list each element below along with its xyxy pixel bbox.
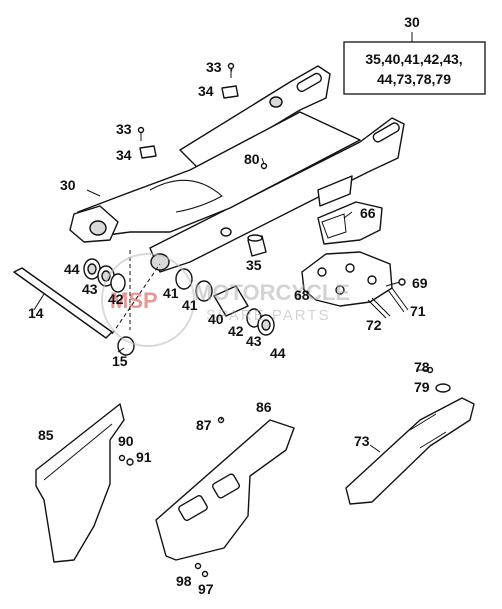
chain-guide-66 — [317, 201, 383, 245]
bolt-69 — [385, 278, 406, 287]
callout-90: 90 — [118, 433, 134, 449]
callout-44-right: 44 — [270, 345, 286, 361]
washer-34-lower — [139, 145, 157, 159]
axle-slot-upper — [296, 72, 322, 93]
callout-41-a: 41 — [163, 285, 179, 301]
callout-69: 69 — [412, 275, 428, 291]
callout-68: 68 — [294, 287, 310, 303]
chain-guard-85 — [35, 403, 125, 563]
chain-guard-edge — [43, 423, 113, 481]
callout-35: 35 — [246, 257, 262, 273]
sleeve-40 — [213, 285, 249, 317]
swingarm-part-30 — [69, 65, 405, 273]
washer-42-left — [110, 273, 126, 293]
callout-97: 97 — [198, 581, 214, 597]
bearing-41-a — [175, 268, 193, 290]
swingarm-crossmember — [77, 111, 361, 237]
screw-98 — [194, 562, 202, 570]
callout-78: 78 — [414, 359, 430, 375]
pivot-axis — [111, 263, 161, 335]
guard-86-slot-2 — [212, 473, 240, 499]
chain-guide-plate-68 — [301, 251, 393, 307]
callout-43-right: 43 — [246, 333, 262, 349]
callout-80: 80 — [244, 151, 260, 167]
bolt-71 — [387, 287, 409, 313]
callout-42-right: 42 — [228, 323, 244, 339]
chain-guide-66-window — [321, 213, 347, 239]
callout-33-upper: 33 — [206, 59, 222, 75]
kit-number: 30 — [404, 14, 420, 30]
washer-34-upper — [221, 85, 239, 99]
callout-43-left: 43 — [82, 281, 98, 297]
washer-91 — [126, 458, 134, 466]
kit-contents-line-1: 35,40,41,42,43, — [365, 51, 462, 67]
kit-contents-frame — [343, 41, 486, 95]
callout-66: 66 — [360, 205, 376, 221]
washer-97 — [201, 570, 209, 578]
screw-90 — [118, 454, 126, 462]
kit-box: 30 35,40,41,42,43, 44,73,78,79 — [343, 14, 486, 95]
kit-contents-line-2: 44,73,78,79 — [377, 71, 451, 87]
watermark-line-1: MOTORCYCLE — [194, 280, 350, 305]
plug-80 — [260, 162, 268, 170]
shock-mount-hole — [269, 96, 283, 108]
callout-72: 72 — [366, 317, 382, 333]
chain-slider-73 — [345, 397, 475, 505]
callout-14: 14 — [28, 305, 44, 321]
callout-73: 73 — [354, 433, 370, 449]
callout-71: 71 — [410, 303, 426, 319]
pivot-shaft-14 — [13, 267, 113, 339]
bolt-72 — [367, 297, 391, 319]
guard-86-slot-1 — [178, 494, 208, 522]
callout-34-upper: 34 — [198, 83, 214, 99]
callout-87: 87 — [196, 417, 212, 433]
watermark-logo: MSP — [110, 288, 158, 313]
leader-lines — [33, 68, 428, 453]
swingarm-cutout — [149, 179, 223, 213]
pivot-bore-lower — [150, 253, 170, 271]
callout-41-b: 41 — [182, 297, 198, 313]
guide-mount-tab — [317, 175, 353, 207]
callout-98: 98 — [176, 573, 192, 589]
watermark: MSP MOTORCYCLE SPARE PARTS — [101, 253, 350, 347]
callout-33-lower: 33 — [116, 121, 132, 137]
pivot-bore — [89, 220, 107, 236]
callout-86: 86 — [256, 399, 272, 415]
callout-34-lower: 34 — [116, 147, 132, 163]
callout-42-left: 42 — [108, 291, 124, 307]
swingarm-lower-arm — [149, 117, 405, 273]
callout-91: 91 — [136, 449, 152, 465]
callout-85: 85 — [38, 427, 54, 443]
callout-labels: 30 33 34 33 34 80 66 35 44 43 42 41 41 4… — [28, 59, 430, 597]
callout-79: 79 — [414, 379, 430, 395]
callout-40: 40 — [208, 311, 224, 327]
bolt-33-upper — [227, 62, 235, 78]
callout-30: 30 — [60, 177, 76, 193]
callout-15: 15 — [112, 353, 128, 369]
chain-slider-ribs — [409, 413, 447, 449]
watermark-globe — [101, 253, 195, 347]
bolt-33-lower — [137, 126, 145, 141]
watermark-line-2: SPARE PARTS — [206, 307, 331, 324]
bearing-41-b — [195, 280, 213, 302]
callout-44-left: 44 — [64, 261, 80, 277]
washer-79 — [435, 383, 451, 393]
axle-slot-lower — [372, 122, 400, 143]
mount-hole — [220, 227, 232, 237]
